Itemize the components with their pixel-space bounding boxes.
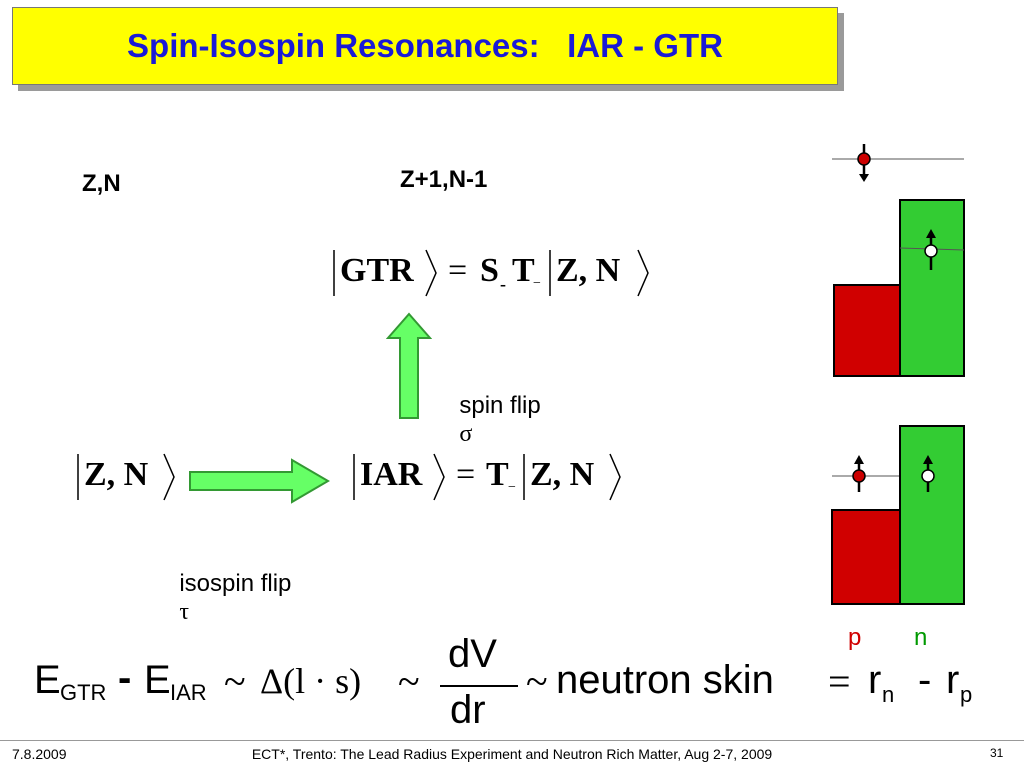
gtr-proton-dot: [857, 152, 871, 166]
gtr-s-subscript: -: [500, 274, 506, 294]
footer-date: 7.8.2009: [12, 746, 67, 762]
footer-divider: [0, 740, 1024, 741]
iar-t-operator: T: [486, 456, 509, 493]
formula-equals: =: [828, 659, 851, 704]
formula-minus-2: -: [918, 658, 932, 702]
gtr-neutron-well: [899, 199, 965, 377]
footer-page-number: 31: [990, 746, 1004, 760]
iar-neutron-hole: [921, 469, 935, 483]
iar-neutron-spin-up-arrowhead: [923, 455, 933, 464]
iar-proton-well: [831, 509, 901, 605]
spin-flip-text: spin flip: [459, 392, 541, 419]
isospin-flip-text: isospin flip: [179, 570, 292, 597]
iar-zn-ket: Z, N: [530, 456, 595, 493]
formula-r-p: r: [946, 658, 960, 702]
iar-proton-dot: [852, 469, 866, 483]
gtr-zn-ket: Z, N: [556, 252, 621, 289]
formula-sim-3: ~: [526, 659, 548, 704]
gtr-neutron-spin-up-arrowhead: [926, 229, 936, 238]
zn-ket-brackets: [77, 453, 175, 501]
gtr-equals: =: [448, 252, 468, 289]
isospin-flip-arrow: [189, 458, 330, 504]
formula-fraction-bar: [440, 685, 518, 687]
iar-neutron-well: [899, 425, 965, 605]
title-box: Spin-Isospin Resonances: IAR - GTR: [12, 7, 838, 85]
formula-minus: -: [118, 656, 132, 700]
iar-ket-brackets: [353, 453, 621, 501]
formula-spin-orbit: Δ(l · s): [260, 661, 362, 701]
zn-ket: Z, N: [72, 452, 182, 502]
label-zn: Z,N: [82, 170, 121, 197]
neutron-label: n: [914, 624, 928, 651]
sigma-symbol: σ: [459, 421, 473, 447]
iar-level-diagram: [831, 425, 965, 605]
label-z1-n1: Z+1,N-1: [400, 166, 488, 193]
spin-flip-arrow: [386, 312, 432, 419]
formula-neutron-skin: neutron skin: [556, 658, 774, 702]
gtr-ket-brackets: [333, 249, 649, 297]
gtr-proton-well: [833, 284, 901, 377]
gtr-neutron-hole: [924, 244, 938, 258]
formula-e-iar-subscript: IAR: [170, 680, 207, 705]
tau-symbol: τ: [179, 599, 189, 625]
formula-denominator: dr: [450, 688, 486, 732]
gtr-level-diagram: [832, 144, 965, 377]
formula-e-gtr-subscript: GTR: [60, 680, 107, 705]
proton-label: p: [848, 624, 862, 651]
formula-e-iar: E: [144, 658, 171, 702]
formula-numerator: dV: [448, 632, 497, 676]
formula-r-n: r: [868, 658, 882, 702]
formula-sim-2: ~: [398, 659, 420, 704]
footer-conference: ECT*, Trento: The Lead Radius Experiment…: [251, 746, 773, 762]
slide-title: Spin-Isospin Resonances: IAR - GTR: [127, 27, 723, 64]
spin-flip-label: spin flip σ: [446, 364, 541, 448]
iar-equation: IAR = T − Z, N: [348, 452, 638, 502]
gtr-proton-spin-down-arrowhead: [859, 174, 869, 182]
gtr-equation: GTR = S - T − Z, N: [328, 248, 658, 298]
isospin-flip-label: isospin flip τ: [166, 542, 291, 626]
formula-r-n-subscript: n: [882, 682, 895, 707]
iar-equals: =: [456, 456, 476, 493]
energy-formula: E GTR - E IAR ~ Δ(l · s) ~ dV dr ~ neutr…: [20, 632, 1010, 736]
iar-t-subscript: −: [508, 480, 516, 495]
gtr-ket-label: GTR: [340, 252, 414, 289]
formula-sim-1: ~: [224, 659, 246, 704]
gtr-s-operator: S: [480, 252, 499, 289]
gtr-t-subscript: −: [533, 276, 541, 291]
zn-ket-label: Z, N: [84, 456, 149, 493]
formula-r-p-subscript: p: [960, 682, 973, 707]
formula-e-gtr: E: [34, 658, 61, 702]
iar-proton-spin-up-arrowhead: [854, 455, 864, 464]
gtr-t-operator: T: [512, 252, 535, 289]
iar-ket-label: IAR: [360, 456, 423, 493]
